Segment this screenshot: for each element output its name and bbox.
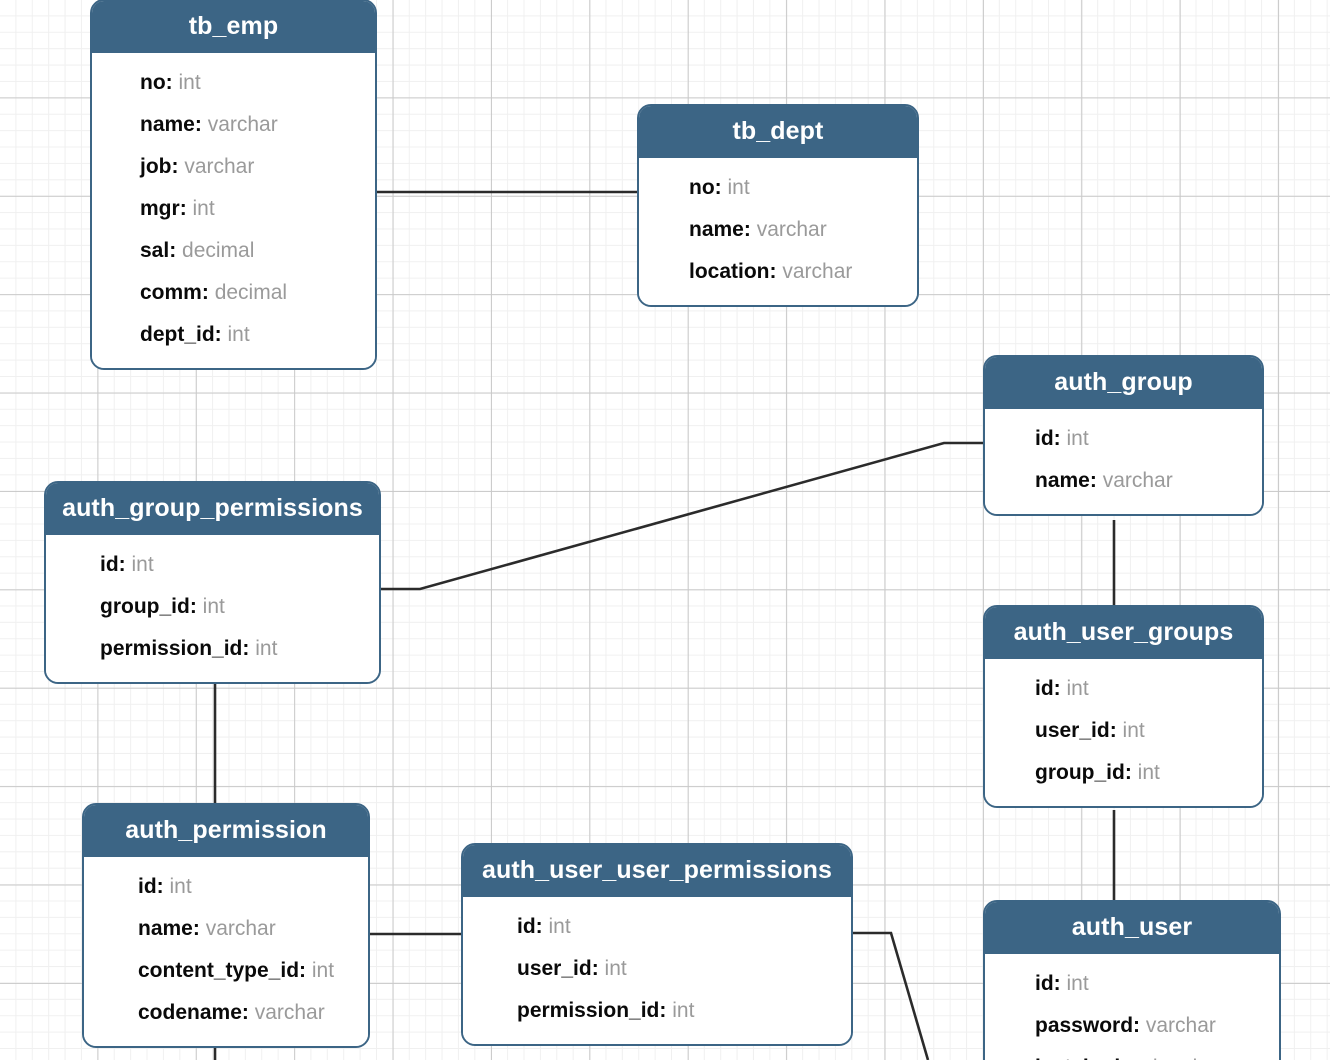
field-row: password: varchar — [1035, 1014, 1216, 1037]
entity-fields-auth_user_user_permissions: id: int user_id: int permission_id: int — [463, 897, 851, 1044]
field-row: id: int — [1035, 427, 1089, 450]
entity-fields-auth_permission: id: int name: varchar content_type_id: i… — [84, 857, 368, 1046]
field-row: no: int — [689, 176, 750, 199]
entity-title-auth_group_permissions: auth_group_permissions — [46, 483, 379, 535]
entity-title-auth_user: auth_user — [985, 902, 1279, 954]
field-row: name: varchar — [138, 917, 276, 940]
entity-title-tb_dept: tb_dept — [639, 106, 917, 158]
edge-auth_user_user_permissions-auth_user — [853, 931, 930, 1060]
entity-fields-auth_group_permissions: id: int group_id: int permission_id: int — [46, 535, 379, 682]
field-row: name: varchar — [140, 113, 278, 136]
field-row: permission_id: int — [517, 999, 695, 1022]
field-row: name: varchar — [689, 218, 827, 241]
field-row: dept_id: int — [140, 323, 250, 346]
field-row: location: varchar — [689, 260, 853, 283]
field-row: id: int — [1035, 677, 1089, 700]
entity-auth_group_permissions[interactable]: auth_group_permissions id: int group_id:… — [44, 481, 381, 684]
field-row: group_id: int — [100, 595, 225, 618]
field-row: id: int — [138, 875, 192, 898]
field-row: codename: varchar — [138, 1001, 325, 1024]
entity-tb_emp[interactable]: tb_emp no: int name: varchar job: varcha… — [90, 0, 377, 370]
entity-auth_permission[interactable]: auth_permission id: int name: varchar co… — [82, 803, 370, 1048]
entity-auth_user[interactable]: auth_user id: int password: varchar last… — [983, 900, 1281, 1060]
entity-fields-tb_dept: no: int name: varchar location: varchar — [639, 158, 917, 305]
entity-title-auth_group: auth_group — [985, 357, 1262, 409]
field-row: job: varchar — [140, 155, 255, 178]
edge-auth_group_permissions-auth_group — [381, 441, 983, 591]
entity-auth_user_groups[interactable]: auth_user_groups id: int user_id: int gr… — [983, 605, 1264, 808]
entity-auth_group[interactable]: auth_group id: int name: varchar — [983, 355, 1264, 516]
entity-fields-auth_user_groups: id: int user_id: int group_id: int — [985, 659, 1262, 806]
entity-title-auth_user_user_permissions: auth_user_user_permissions — [463, 845, 851, 897]
entity-title-auth_user_groups: auth_user_groups — [985, 607, 1262, 659]
field-row: user_id: int — [1035, 719, 1145, 742]
entity-tb_dept[interactable]: tb_dept no: int name: varchar location: … — [637, 104, 919, 307]
entity-auth_user_user_permissions[interactable]: auth_user_user_permissions id: int user_… — [461, 843, 853, 1046]
field-row: name: varchar — [1035, 469, 1173, 492]
entity-title-tb_emp: tb_emp — [92, 1, 375, 53]
field-row: last_login: datetime — [985, 1047, 1279, 1060]
field-row: id: int — [100, 553, 154, 576]
field-row: mgr: int — [140, 197, 215, 220]
entity-fields-auth_group: id: int name: varchar — [985, 409, 1262, 514]
field-row: user_id: int — [517, 957, 627, 980]
field-row: comm: decimal — [140, 281, 288, 304]
entity-title-auth_permission: auth_permission — [84, 805, 368, 857]
field-row: id: int — [1035, 972, 1089, 995]
field-row: id: int — [517, 915, 571, 938]
field-row: content_type_id: int — [138, 959, 335, 982]
field-row: sal: decimal — [140, 239, 255, 262]
field-row: group_id: int — [1035, 761, 1160, 784]
field-row: permission_id: int — [100, 637, 278, 660]
entity-fields-auth_user: id: int password: varchar last_login: da… — [985, 954, 1279, 1060]
field-row: no: int — [140, 71, 201, 94]
entity-fields-tb_emp: no: int name: varchar job: varchar mgr: … — [92, 53, 375, 368]
